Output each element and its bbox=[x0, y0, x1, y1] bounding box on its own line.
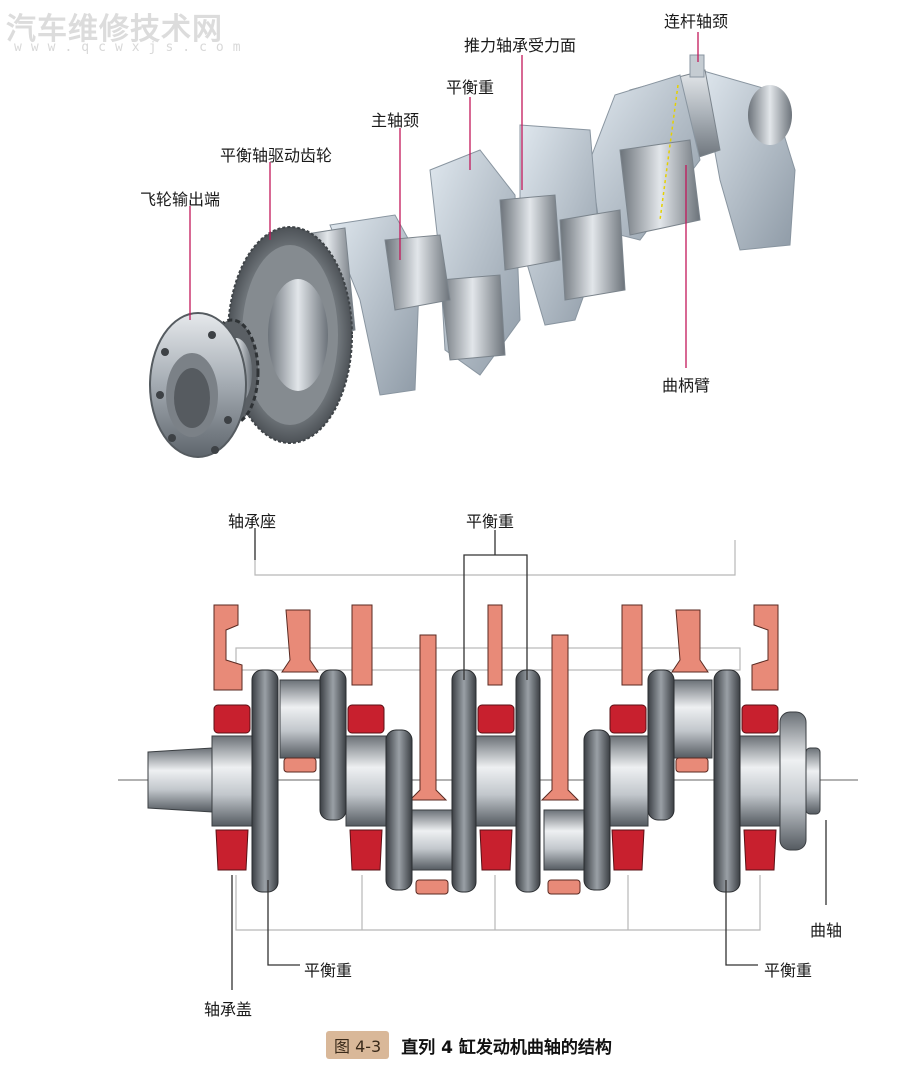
balance-shaft-gear bbox=[227, 226, 353, 444]
label-thrust-bearing-face: 推力轴承受力面 bbox=[464, 36, 577, 55]
label-counterweight-top: 平衡重 bbox=[446, 78, 495, 97]
figure-number: 图 4-3 bbox=[326, 1031, 390, 1059]
crank-webs bbox=[251, 669, 741, 893]
label-counterweight-right: 平衡重 bbox=[764, 961, 813, 980]
label-bearing-seat: 轴承座 bbox=[228, 512, 277, 531]
flywheel-flange bbox=[149, 312, 247, 458]
figure-caption: 图 4-3 直列 4 缸发动机曲轴的结构 bbox=[326, 1031, 612, 1059]
conrod-shells bbox=[283, 757, 709, 895]
cylinder-block-top bbox=[213, 604, 779, 801]
label-crankshaft: 曲轴 bbox=[810, 921, 843, 940]
crankshaft-body bbox=[299, 54, 796, 396]
thrust-face-marker bbox=[659, 84, 679, 221]
label-counterweight-section-top: 平衡重 bbox=[466, 512, 515, 531]
label-main-journal: 主轴颈 bbox=[371, 111, 420, 130]
label-bearing-cap: 轴承盖 bbox=[204, 1000, 253, 1019]
section-leader-lines bbox=[231, 528, 827, 990]
label-crank-arm: 曲柄臂 bbox=[662, 376, 711, 395]
label-flywheel-output-end: 飞轮输出端 bbox=[140, 190, 221, 209]
watermark-title: 汽车维修技术网 bbox=[6, 12, 223, 47]
top-leader-lines bbox=[189, 32, 699, 368]
figure-title: 直列 4 缸发动机曲轴的结构 bbox=[401, 1037, 612, 1058]
crankshaft-journals bbox=[147, 679, 821, 871]
main-bearing-shells bbox=[213, 704, 779, 871]
crankshaft-3d-illustration bbox=[149, 32, 796, 458]
label-conrod-journal: 连杆轴颈 bbox=[664, 12, 729, 31]
crankshaft-section-diagram bbox=[118, 528, 858, 990]
label-balance-shaft-gear: 平衡轴驱动齿轮 bbox=[220, 146, 333, 165]
watermark-url: www.qcwxjs.com bbox=[14, 40, 250, 55]
label-counterweight-left: 平衡重 bbox=[304, 961, 353, 980]
